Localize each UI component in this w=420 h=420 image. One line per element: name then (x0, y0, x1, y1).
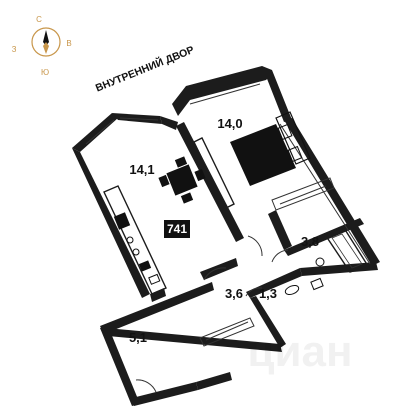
window-bay-top (119, 117, 159, 121)
pillow-2 (287, 145, 303, 163)
room-area-kitchen-living: 14,1 (129, 162, 154, 177)
room-area-entry: 5,1 (129, 330, 147, 345)
window-bay-left (85, 119, 115, 145)
wall-wc-right (250, 296, 286, 348)
wall-partition-middle (176, 122, 244, 242)
compass-north-label: С (36, 15, 42, 24)
window-bedroom (189, 83, 261, 105)
courtyard-label: ВНУТРЕННИЙ ДВОР (93, 43, 195, 94)
bath-sink (315, 257, 325, 267)
chair-4 (194, 168, 206, 182)
walls (72, 66, 380, 406)
wall-left (72, 148, 150, 298)
wall-entry-left (100, 326, 140, 406)
unit-badge (164, 220, 190, 238)
compass-east-label: В (66, 39, 71, 48)
unit-number: 741 (167, 222, 187, 236)
washing-machine (148, 273, 161, 285)
bed-mattress (230, 124, 296, 186)
dining-table (166, 164, 198, 196)
compass-west-label: З (12, 45, 17, 54)
wardrobe-bedroom (271, 177, 335, 211)
compass-needle-north (43, 30, 49, 46)
toilet (284, 284, 300, 296)
room-area-wc: 1,3 (259, 286, 277, 301)
chair-3 (158, 174, 170, 188)
wall-wc-top (246, 268, 302, 298)
wall-right (284, 118, 380, 266)
chair-1 (174, 156, 188, 168)
wall-kitchen-bottom-2 (200, 258, 238, 280)
door-entry (135, 379, 157, 393)
door-wc (245, 287, 263, 297)
stove-burner-2 (132, 248, 140, 256)
wc-fixtures (284, 277, 324, 296)
wardrobe-living (193, 137, 235, 209)
wall-bay-left (72, 113, 118, 152)
door-kitchen (203, 267, 227, 281)
pillow-1 (277, 123, 293, 141)
room-area-bedroom: 14,0 (217, 116, 242, 131)
wardrobe-bedroom-hatch (279, 185, 327, 205)
wall-entry-top (100, 282, 214, 334)
stove-burner-1 (126, 236, 134, 244)
compass-south-label: Ю (41, 68, 49, 77)
wall-bath-top (284, 218, 364, 256)
wall-entry-bottom-2 (196, 372, 232, 390)
counter-outline (103, 185, 167, 295)
door-bath (271, 249, 289, 263)
compass-ring (31, 27, 61, 57)
fridge (113, 212, 131, 230)
wall-entry-bottom (132, 382, 198, 406)
wall-bedroom-top (172, 66, 272, 116)
bathtub-outline (324, 227, 370, 273)
doors (135, 235, 289, 393)
sink (138, 260, 152, 272)
wall-partition-bath (268, 210, 292, 250)
wardrobe-hall (199, 317, 255, 347)
bed-headboard (275, 111, 311, 165)
bed (230, 111, 311, 186)
wall-bedroom-corner (262, 66, 292, 122)
wc-sink (310, 277, 324, 291)
compass-needle-south (43, 42, 49, 54)
chair-2 (180, 192, 194, 204)
room-area-hall: 3,6 (225, 286, 243, 301)
door-bedroom (247, 235, 263, 257)
watermark: циан (247, 327, 352, 376)
wall-bay-right (160, 116, 178, 130)
bathtub-inner (331, 233, 363, 269)
dining-set (158, 156, 206, 204)
room-area-bathroom: 3,8 (301, 234, 319, 249)
wall-kitchen-bottom (150, 288, 166, 302)
wardrobe-hall-hatch (205, 321, 249, 341)
bathtub (315, 227, 370, 273)
window-right (279, 123, 371, 265)
wall-hall-bottom (106, 328, 282, 352)
kitchen-counter (103, 185, 167, 295)
compass: С Ю З В (12, 15, 72, 77)
